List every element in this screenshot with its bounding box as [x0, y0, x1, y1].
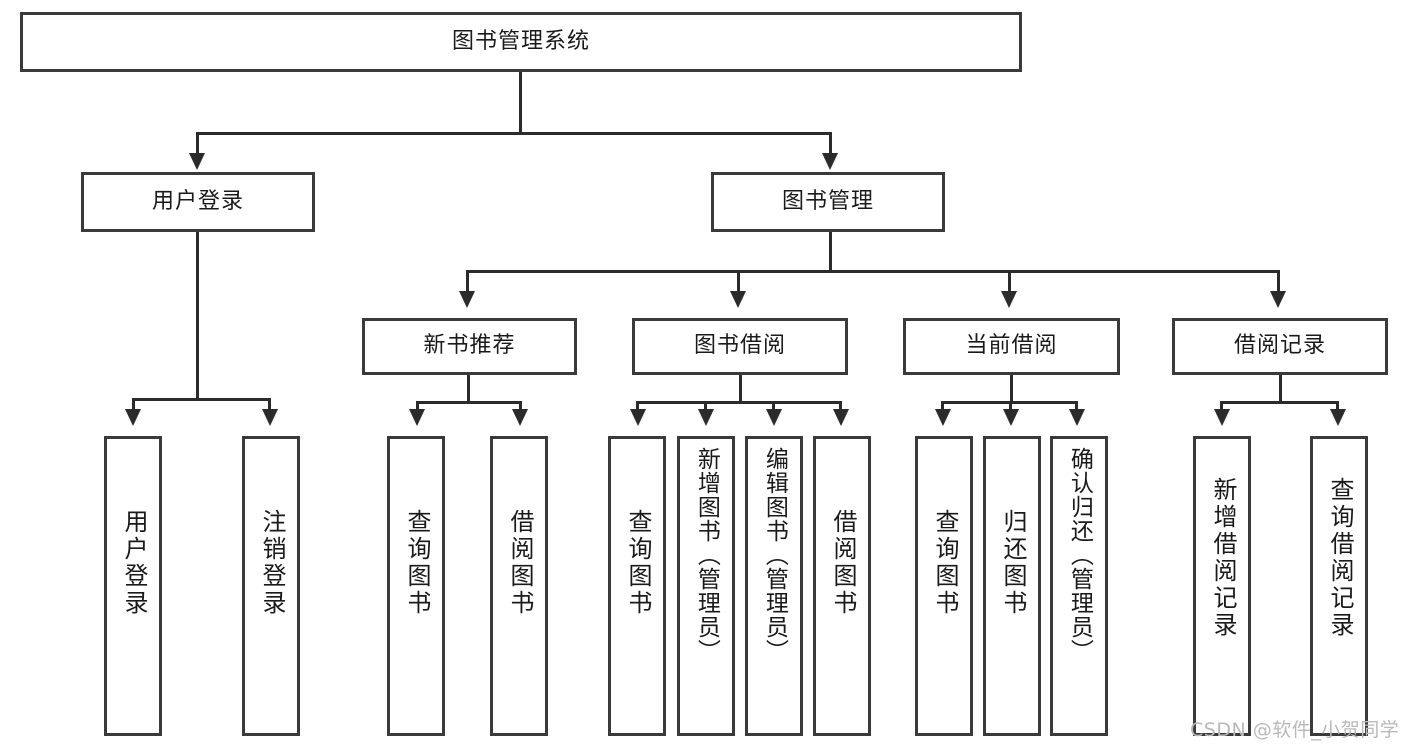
- node-borrow-record-label: 借阅记录: [1233, 333, 1326, 359]
- node-leaf-query-book-1-label: 查询图书: [402, 509, 431, 617]
- connector-current-borrow-stem: [1010, 375, 1013, 403]
- connector-br-1: [1220, 401, 1223, 410]
- node-leaf-query-book-3-label: 查询图书: [930, 509, 959, 617]
- node-leaf-user-login[interactable]: 用户登录: [104, 436, 162, 736]
- node-leaf-user-login-label: 用户登录: [119, 509, 148, 617]
- node-book-management[interactable]: 图书管理: [711, 172, 945, 232]
- connector-new-book-r: [519, 401, 522, 410]
- connector-br-2: [1336, 401, 1339, 410]
- connector-book-borrow-bus: [636, 401, 842, 404]
- node-root-label: 图书管理系统: [451, 28, 590, 54]
- connector-cb-2: [1009, 401, 1012, 410]
- node-new-book-recommend-label: 新书推荐: [423, 333, 516, 359]
- arrowhead-book-borrow: [730, 291, 746, 308]
- node-leaf-confirm-return-label: 确认归还（管理员）: [1066, 447, 1093, 663]
- node-leaf-query-book-3[interactable]: 查询图书: [915, 436, 973, 736]
- node-leaf-add-borrow-record[interactable]: 新增借阅记录: [1193, 436, 1251, 736]
- arrowhead-leaf-logout: [262, 409, 278, 426]
- node-leaf-add-borrow-record-label: 新增借阅记录: [1208, 477, 1237, 639]
- node-leaf-query-book-2-label: 查询图书: [623, 509, 652, 617]
- connector-bb-1: [636, 401, 639, 410]
- node-leaf-query-borrow-record[interactable]: 查询借阅记录: [1310, 436, 1368, 736]
- arrowhead-leaf-return-book: [1003, 409, 1019, 426]
- node-leaf-confirm-return[interactable]: 确认归还（管理员）: [1050, 436, 1108, 736]
- node-leaf-query-borrow-record-label: 查询借阅记录: [1325, 477, 1354, 639]
- node-book-borrow-label: 图书借阅: [693, 333, 786, 359]
- connector-bb-2: [704, 401, 707, 410]
- node-new-book-recommend[interactable]: 新书推荐: [362, 318, 577, 375]
- arrowhead-leaf-user-login: [125, 409, 141, 426]
- connector-new-book-stem: [467, 375, 470, 403]
- arrowhead-leaf-query-book-3: [935, 409, 951, 426]
- connector-user-login-right: [268, 398, 271, 410]
- connector-cb-1: [941, 401, 944, 410]
- connector-to-book-borrow: [737, 270, 740, 292]
- connector-book-management-stem: [829, 232, 832, 272]
- arrowhead-borrow-record: [1270, 291, 1286, 308]
- arrowhead-leaf-borrow-book-2: [833, 409, 849, 426]
- connector-level3-bus: [466, 270, 1280, 273]
- node-leaf-return-book-label: 归还图书: [998, 509, 1027, 617]
- connector-user-login-bus: [132, 398, 271, 401]
- arrowhead-leaf-add-book: [698, 409, 714, 426]
- node-leaf-edit-book[interactable]: 编辑图书（管理员）: [745, 436, 803, 736]
- node-root[interactable]: 图书管理系统: [20, 12, 1022, 72]
- node-leaf-return-book[interactable]: 归还图书: [983, 436, 1041, 736]
- node-borrow-record[interactable]: 借阅记录: [1172, 318, 1388, 375]
- connector-new-book-bus: [416, 401, 522, 404]
- arrowhead-leaf-confirm-return: [1069, 409, 1085, 426]
- connector-user-login-left: [132, 398, 135, 410]
- node-leaf-logout-label: 注销登录: [257, 509, 286, 617]
- node-leaf-logout[interactable]: 注销登录: [242, 436, 300, 736]
- connector-new-book-l: [416, 401, 419, 410]
- node-leaf-add-book-label: 新增图书（管理员）: [693, 447, 720, 663]
- node-leaf-borrow-book-2-label: 借阅图书: [828, 509, 857, 617]
- node-user-login-label: 用户登录: [151, 188, 244, 214]
- arrowhead-leaf-borrow-book-1: [512, 409, 528, 426]
- connector-to-current-borrow: [1008, 270, 1011, 292]
- connector-to-new-book: [466, 270, 469, 292]
- node-user-login[interactable]: 用户登录: [81, 172, 315, 232]
- csdn-watermark: CSDN @软件_小贺同学: [1190, 719, 1400, 741]
- node-book-borrow[interactable]: 图书借阅: [632, 318, 848, 375]
- arrowhead-leaf-query-borrow-record: [1330, 409, 1346, 426]
- arrowhead-current-borrow: [1001, 291, 1017, 308]
- arrowhead-leaf-query-book-2: [630, 409, 646, 426]
- connector-to-user-login: [196, 132, 199, 154]
- connector-level2-bus: [196, 132, 832, 135]
- arrowhead-leaf-query-book-1: [409, 409, 425, 426]
- connector-to-book-management: [829, 132, 832, 154]
- node-leaf-add-book[interactable]: 新增图书（管理员）: [677, 436, 735, 736]
- node-leaf-borrow-book-1[interactable]: 借阅图书: [490, 436, 548, 736]
- connector-borrow-record-bus: [1220, 401, 1339, 404]
- connector-to-borrow-record: [1277, 270, 1280, 292]
- node-current-borrow[interactable]: 当前借阅: [903, 318, 1120, 375]
- arrowhead-book-management: [822, 153, 838, 170]
- node-current-borrow-label: 当前借阅: [965, 333, 1058, 359]
- arrowhead-leaf-add-borrow-record: [1214, 409, 1230, 426]
- connector-borrow-record-stem: [1279, 375, 1282, 403]
- connector-bb-4: [839, 401, 842, 410]
- node-book-management-label: 图书管理: [781, 188, 874, 214]
- connector-root-stem: [519, 72, 522, 132]
- node-leaf-query-book-1[interactable]: 查询图书: [387, 436, 445, 736]
- connector-bb-3: [772, 401, 775, 410]
- node-leaf-borrow-book-2[interactable]: 借阅图书: [813, 436, 871, 736]
- node-leaf-borrow-book-1-label: 借阅图书: [505, 509, 534, 617]
- connector-cb-3: [1075, 401, 1078, 410]
- connector-book-borrow-stem: [739, 375, 742, 403]
- arrowhead-new-book: [459, 291, 475, 308]
- node-leaf-query-book-2[interactable]: 查询图书: [608, 436, 666, 736]
- node-leaf-edit-book-label: 编辑图书（管理员）: [761, 447, 788, 663]
- connector-user-login-stem: [196, 232, 199, 400]
- arrowhead-user-login: [189, 153, 205, 170]
- arrowhead-leaf-edit-book: [766, 409, 782, 426]
